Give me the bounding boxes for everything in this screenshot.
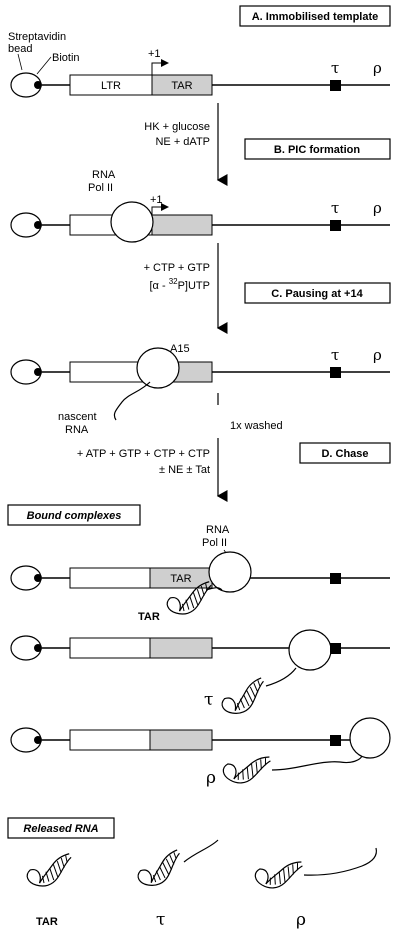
released-rho: ρ <box>253 847 377 930</box>
tau-rna-label: τ <box>204 690 213 710</box>
rna-pol-label-1: RNA <box>92 169 116 181</box>
rna-pol-label-d-2: Pol II <box>202 537 227 549</box>
rho-label-c: ρ <box>373 346 382 364</box>
streptavidin-label: Streptavidin <box>8 31 66 43</box>
plus-one-label: +1 <box>148 48 161 60</box>
tss-arrow <box>151 59 169 75</box>
rho-label: ρ <box>373 59 382 77</box>
reagent-c-1: + CTP + GTP <box>144 262 210 274</box>
step-a: A. Immobilised template Streptavidin bea… <box>8 5 391 98</box>
step-c-title: C. Pausing at +14 <box>271 288 363 300</box>
released-tau: τ <box>134 839 219 930</box>
step-d-title: D. Chase <box>321 448 368 460</box>
step-c: + CTP + GTP [α - 32P]UTP C. Pausing at +… <box>10 262 391 436</box>
washed-label: 1x washed <box>230 420 283 432</box>
nascent-rna-strand <box>113 381 151 421</box>
bound-complexes-title: Bound complexes <box>27 510 122 522</box>
plus-one-label-b: +1 <box>150 194 163 206</box>
bound-complexes-box <box>7 504 141 526</box>
nascent-label-1: nascent <box>58 411 97 423</box>
bead-label: bead <box>8 43 32 55</box>
tar-label: TAR <box>171 80 192 92</box>
tar-box <box>151 74 213 96</box>
step-b: HK + glucose NE + dATP B. PIC formation … <box>10 121 391 243</box>
released-rna-title: Released RNA <box>23 823 98 835</box>
bound-complex-tau: τ <box>10 629 390 722</box>
step-a-title: A. Immobilised template <box>252 11 379 23</box>
tau-label-c: τ <box>331 346 339 364</box>
tau-terminator <box>330 80 341 91</box>
tau-label: τ <box>331 59 339 77</box>
reagent-d-1: + ATP + GTP + CTP + CTP <box>77 448 210 460</box>
bound-complex-rho: ρ <box>10 717 391 788</box>
rna-pol-label-d-1: RNA <box>206 524 230 536</box>
rna-pol-label-2: Pol II <box>88 182 113 194</box>
biotin-label: Biotin <box>52 52 80 64</box>
tar-label-bound: TAR <box>170 573 191 585</box>
released-rho-label: ρ <box>296 910 306 930</box>
reagent-d-2: ± NE ± Tat <box>159 464 210 476</box>
released-tar-label: TAR <box>36 916 58 928</box>
step-a-box <box>239 5 391 27</box>
step-b-title: B. PIC formation <box>274 144 360 156</box>
biotin-dot <box>34 81 42 89</box>
rho-label-b: ρ <box>373 199 382 217</box>
step-b-box <box>244 138 391 160</box>
step-d: + ATP + GTP + CTP + CTP ± NE ± Tat D. Ch… <box>77 442 391 476</box>
released-tar: TAR <box>24 849 79 928</box>
step-c-box <box>244 282 391 304</box>
released-rna-box <box>7 817 115 839</box>
rho-rna-label: ρ <box>206 768 216 788</box>
reagent-b-2: NE + dATP <box>155 136 210 148</box>
tau-label-b: τ <box>331 199 339 217</box>
rna-pol-ii-paused <box>136 347 180 389</box>
a15-label: A15 <box>170 343 190 355</box>
reagent-c-2: [α - 32P]UTP <box>149 277 210 292</box>
reagent-b-1: HK + glucose <box>144 121 210 133</box>
ltr-label: LTR <box>101 80 121 92</box>
tar-rna-label: TAR <box>138 611 160 623</box>
rna-pol-ii <box>110 201 154 243</box>
released-tau-label: τ <box>156 910 165 930</box>
nascent-label-2: RNA <box>65 424 89 436</box>
bound-complex-tar: TAR RNA Pol II TAR <box>10 524 390 623</box>
step-d-box <box>299 442 391 464</box>
